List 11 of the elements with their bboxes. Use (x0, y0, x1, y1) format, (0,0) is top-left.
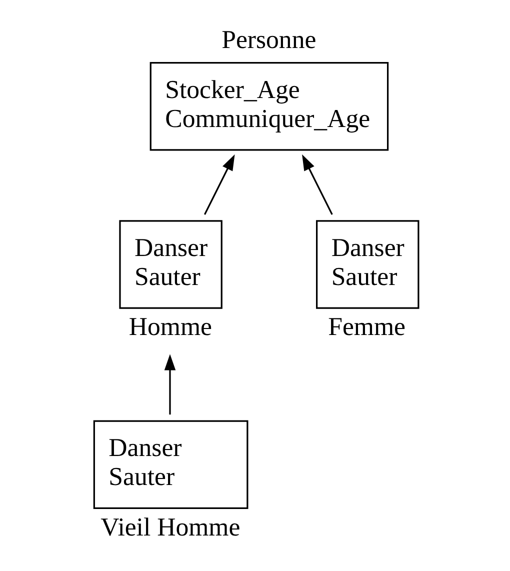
node-label: Vieil Homme (100, 512, 240, 542)
node-box: Stocker_Age Communiquer_Age (149, 62, 388, 151)
arrow (164, 354, 176, 415)
node-box: Danser Sauter (316, 220, 419, 309)
node-label: Femme (328, 312, 405, 342)
arrow (302, 154, 332, 215)
arrow (203, 154, 234, 215)
node-box: Danser Sauter (118, 220, 222, 309)
node-label: Homme (128, 312, 212, 342)
node-label: Personne (221, 25, 316, 54)
node-box: Danser Sauter (92, 420, 248, 509)
